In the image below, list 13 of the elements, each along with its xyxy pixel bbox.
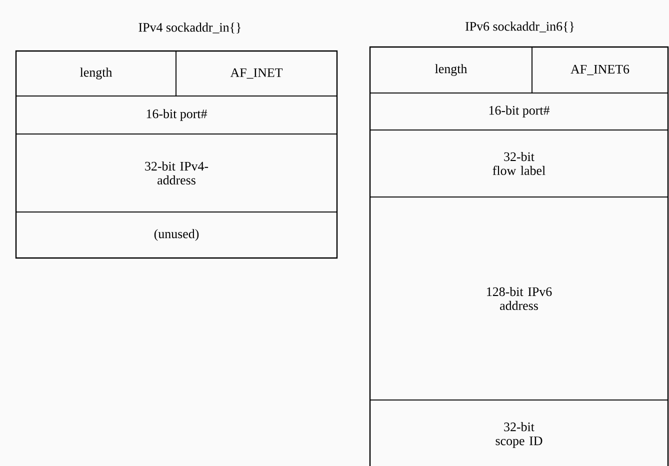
field-cell: length [370, 46, 532, 94]
field-cell: 32-bit IPv4-address [16, 134, 338, 212]
field-cell: 32-bit flow label [370, 130, 668, 198]
field-cell: (unused) [16, 212, 338, 258]
field-cell: 16-bit port# [16, 96, 338, 134]
field-cell: AF_INET6 [532, 46, 668, 94]
struct-heading: IPv4 sockaddr_in{} [138, 22, 241, 34]
field-cell: 128-bit IPv6 address [370, 196, 668, 400]
struct-heading: IPv6 sockaddr_in6{} [466, 22, 574, 32]
field-cell: AF_INET [176, 50, 338, 96]
field-cell: length [16, 50, 176, 96]
field-cell: 32-bit scope ID [370, 400, 668, 466]
field-cell: 16-bit port# [370, 92, 668, 130]
